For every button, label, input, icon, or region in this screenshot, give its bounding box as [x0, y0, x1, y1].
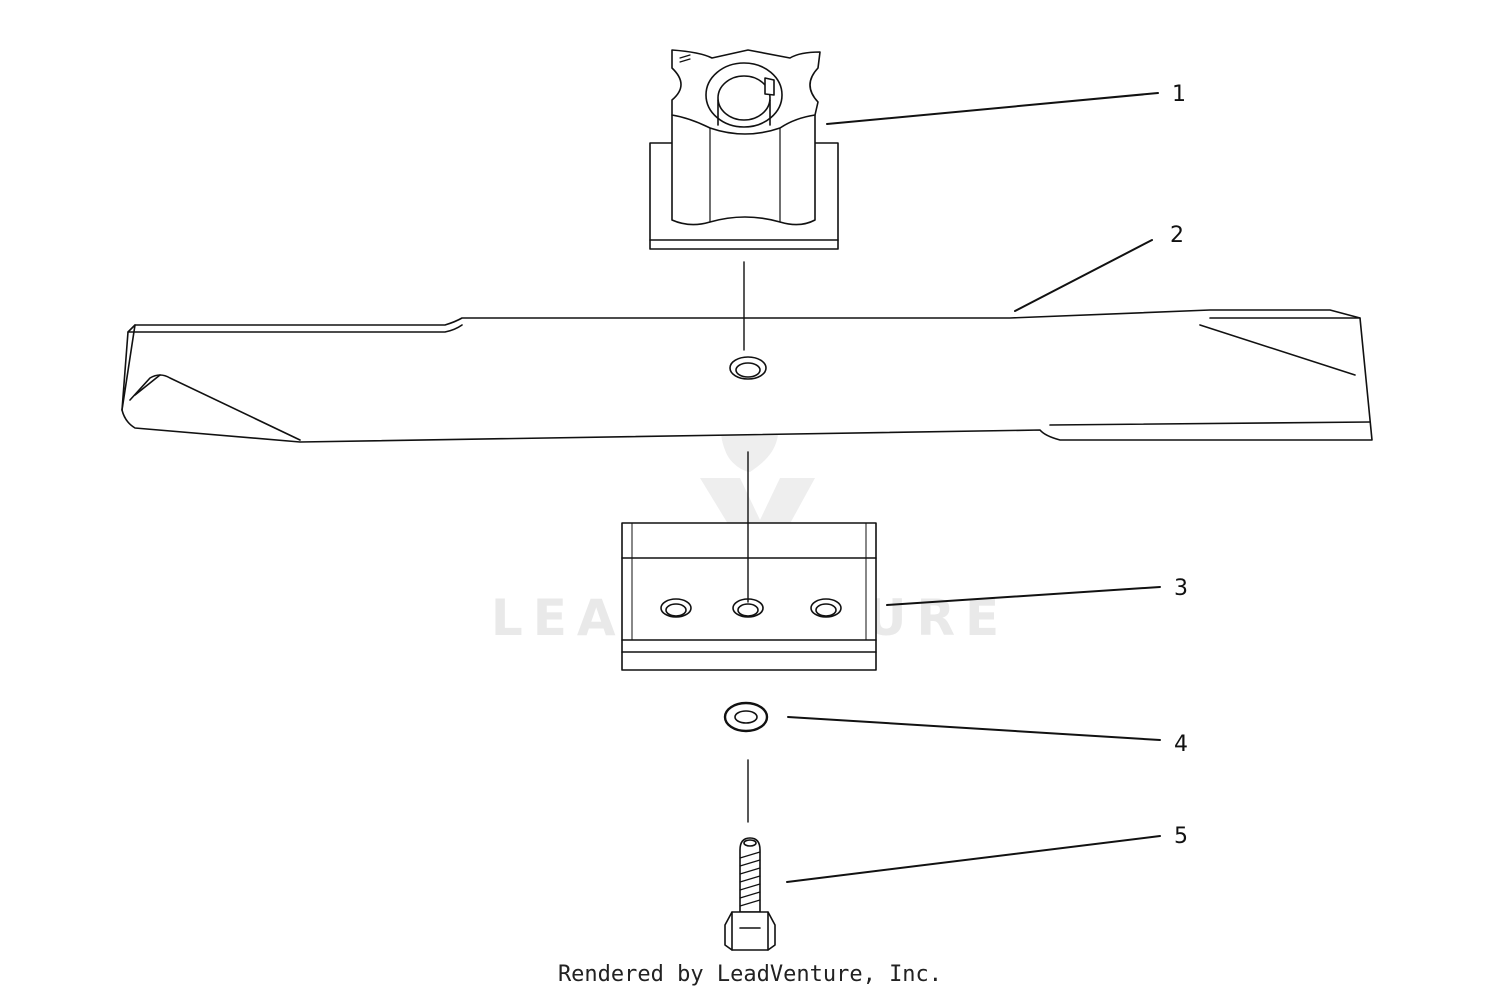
callout-2: 2 — [1170, 223, 1184, 248]
callout-4: 4 — [1174, 732, 1188, 757]
leader-line-2 — [1015, 240, 1152, 311]
leader-line-5 — [787, 836, 1160, 882]
washer — [725, 703, 767, 731]
leader-line-1 — [827, 93, 1158, 124]
mower-blade — [122, 310, 1372, 442]
bolt — [725, 838, 775, 950]
footer-credit: Rendered by LeadVenture, Inc. — [557, 962, 943, 987]
stiffener-plate — [622, 523, 876, 670]
callout-numbers: 1 2 3 4 5 — [1170, 82, 1188, 849]
assembly-axis — [744, 262, 748, 822]
callout-3: 3 — [1174, 576, 1188, 601]
blade-adapter — [650, 50, 838, 249]
leader-lines — [787, 93, 1160, 882]
callout-5: 5 — [1174, 824, 1188, 849]
leader-line-4 — [788, 717, 1160, 740]
callout-1: 1 — [1172, 82, 1186, 107]
leader-line-3 — [887, 587, 1160, 605]
